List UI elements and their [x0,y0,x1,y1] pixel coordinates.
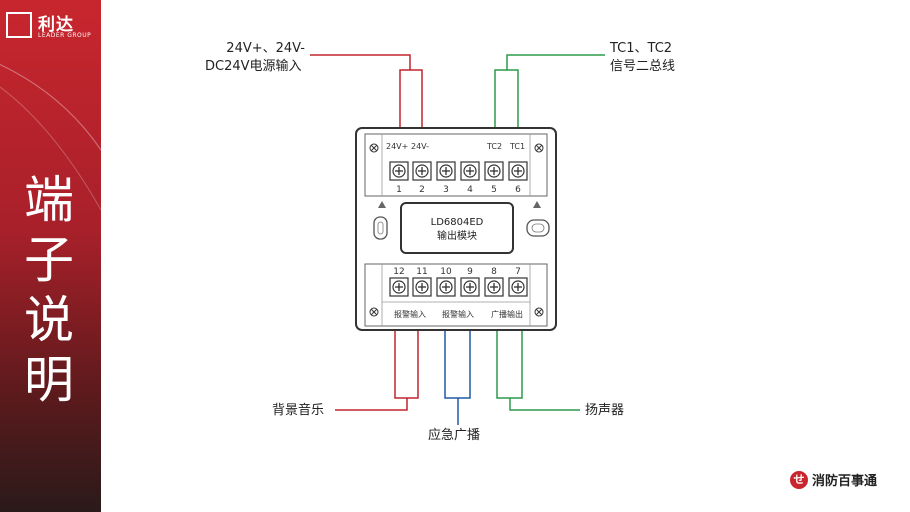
terminal-screw-icon [412,161,432,181]
module-name: 输出模块 [437,229,477,242]
module-model: LD6804ED [431,217,484,228]
terminal-number: 3 [443,185,449,195]
terminal-label: 24V- [411,142,429,151]
power-wire [310,54,423,132]
terminal-screw-icon [484,161,504,181]
terminal-number: 9 [467,267,473,277]
terminal-screw-icon [484,277,504,297]
bus-label: TC1、TC2 [610,41,673,56]
terminal-number: 4 [467,185,473,195]
page-title: 端 子 说 明 [16,170,82,410]
terminal-number: 2 [419,185,425,195]
terminal-number: 10 [440,267,452,277]
terminal-screw-icon [436,161,456,181]
terminal-screw-icon [389,277,409,297]
bottom-screw-row [389,277,528,297]
arrow-up-icon [533,201,541,208]
logo-name: 利达 [38,15,74,35]
terminal-label: 24V+ [386,142,408,151]
terminal-label: 报警输入 [442,309,474,319]
speaker-wire [496,330,580,411]
terminal-screw-icon [460,277,480,297]
music-wire [335,330,419,411]
corner-screw-icon [369,143,544,317]
terminal-screw-icon [508,277,528,297]
footer-brand: せ 消防百事通 [790,470,877,489]
emergency-broadcast-label: 应急广播 [428,428,481,443]
fire-badge-icon: せ [790,470,808,489]
terminal-number: 8 [491,267,497,277]
top-terminal-strip [364,133,548,197]
logo-mark-icon [6,12,32,38]
terminal-screw-icon [508,161,528,181]
footer-brand-text: 消防百事通 [812,474,878,489]
sidebar-decoration [0,63,101,211]
title-char: 端 [24,171,74,229]
led-indicator-icon [373,216,388,240]
title-char: 明 [24,351,74,409]
terminal-screw-icon [436,277,456,297]
module-label-box [400,202,514,254]
terminal-number: 12 [393,267,404,277]
terminal-label: 广播输出 [491,309,523,319]
terminal-screw-icon [412,277,432,297]
bottom-terminal-strip [364,263,548,327]
sidebar: 利达 LEADER GROUP 端 子 说 明 [0,0,101,512]
speaker-label: 扬声器 [585,403,625,418]
title-char: 子 [24,231,74,289]
title-char: 说 [24,291,74,349]
power-input-desc: DC24V电源输入 [205,59,302,74]
bus-desc: 信号二总线 [610,59,676,74]
terminal-number: 5 [491,185,497,195]
terminal-number: 1 [396,185,402,195]
button-indicator-icon [526,219,550,237]
terminal-label: 报警输入 [394,309,426,319]
terminal-number: 6 [515,185,521,195]
terminal-number: 7 [515,267,521,277]
terminal-label: TC1 [509,142,525,151]
terminal-screw-icon [460,161,480,181]
arrow-up-icon [378,201,386,208]
terminal-label: TC2 [486,142,502,151]
background-music-label: 背景音乐 [272,403,325,418]
power-input-label: 24V+、24V- [226,41,305,56]
logo-subtitle: LEADER GROUP [38,32,92,39]
broadcast-wire [444,330,471,425]
top-screw-row [389,161,528,181]
terminal-screw-icon [389,161,409,181]
terminal-number: 11 [416,267,427,277]
bus-wire [494,54,605,132]
